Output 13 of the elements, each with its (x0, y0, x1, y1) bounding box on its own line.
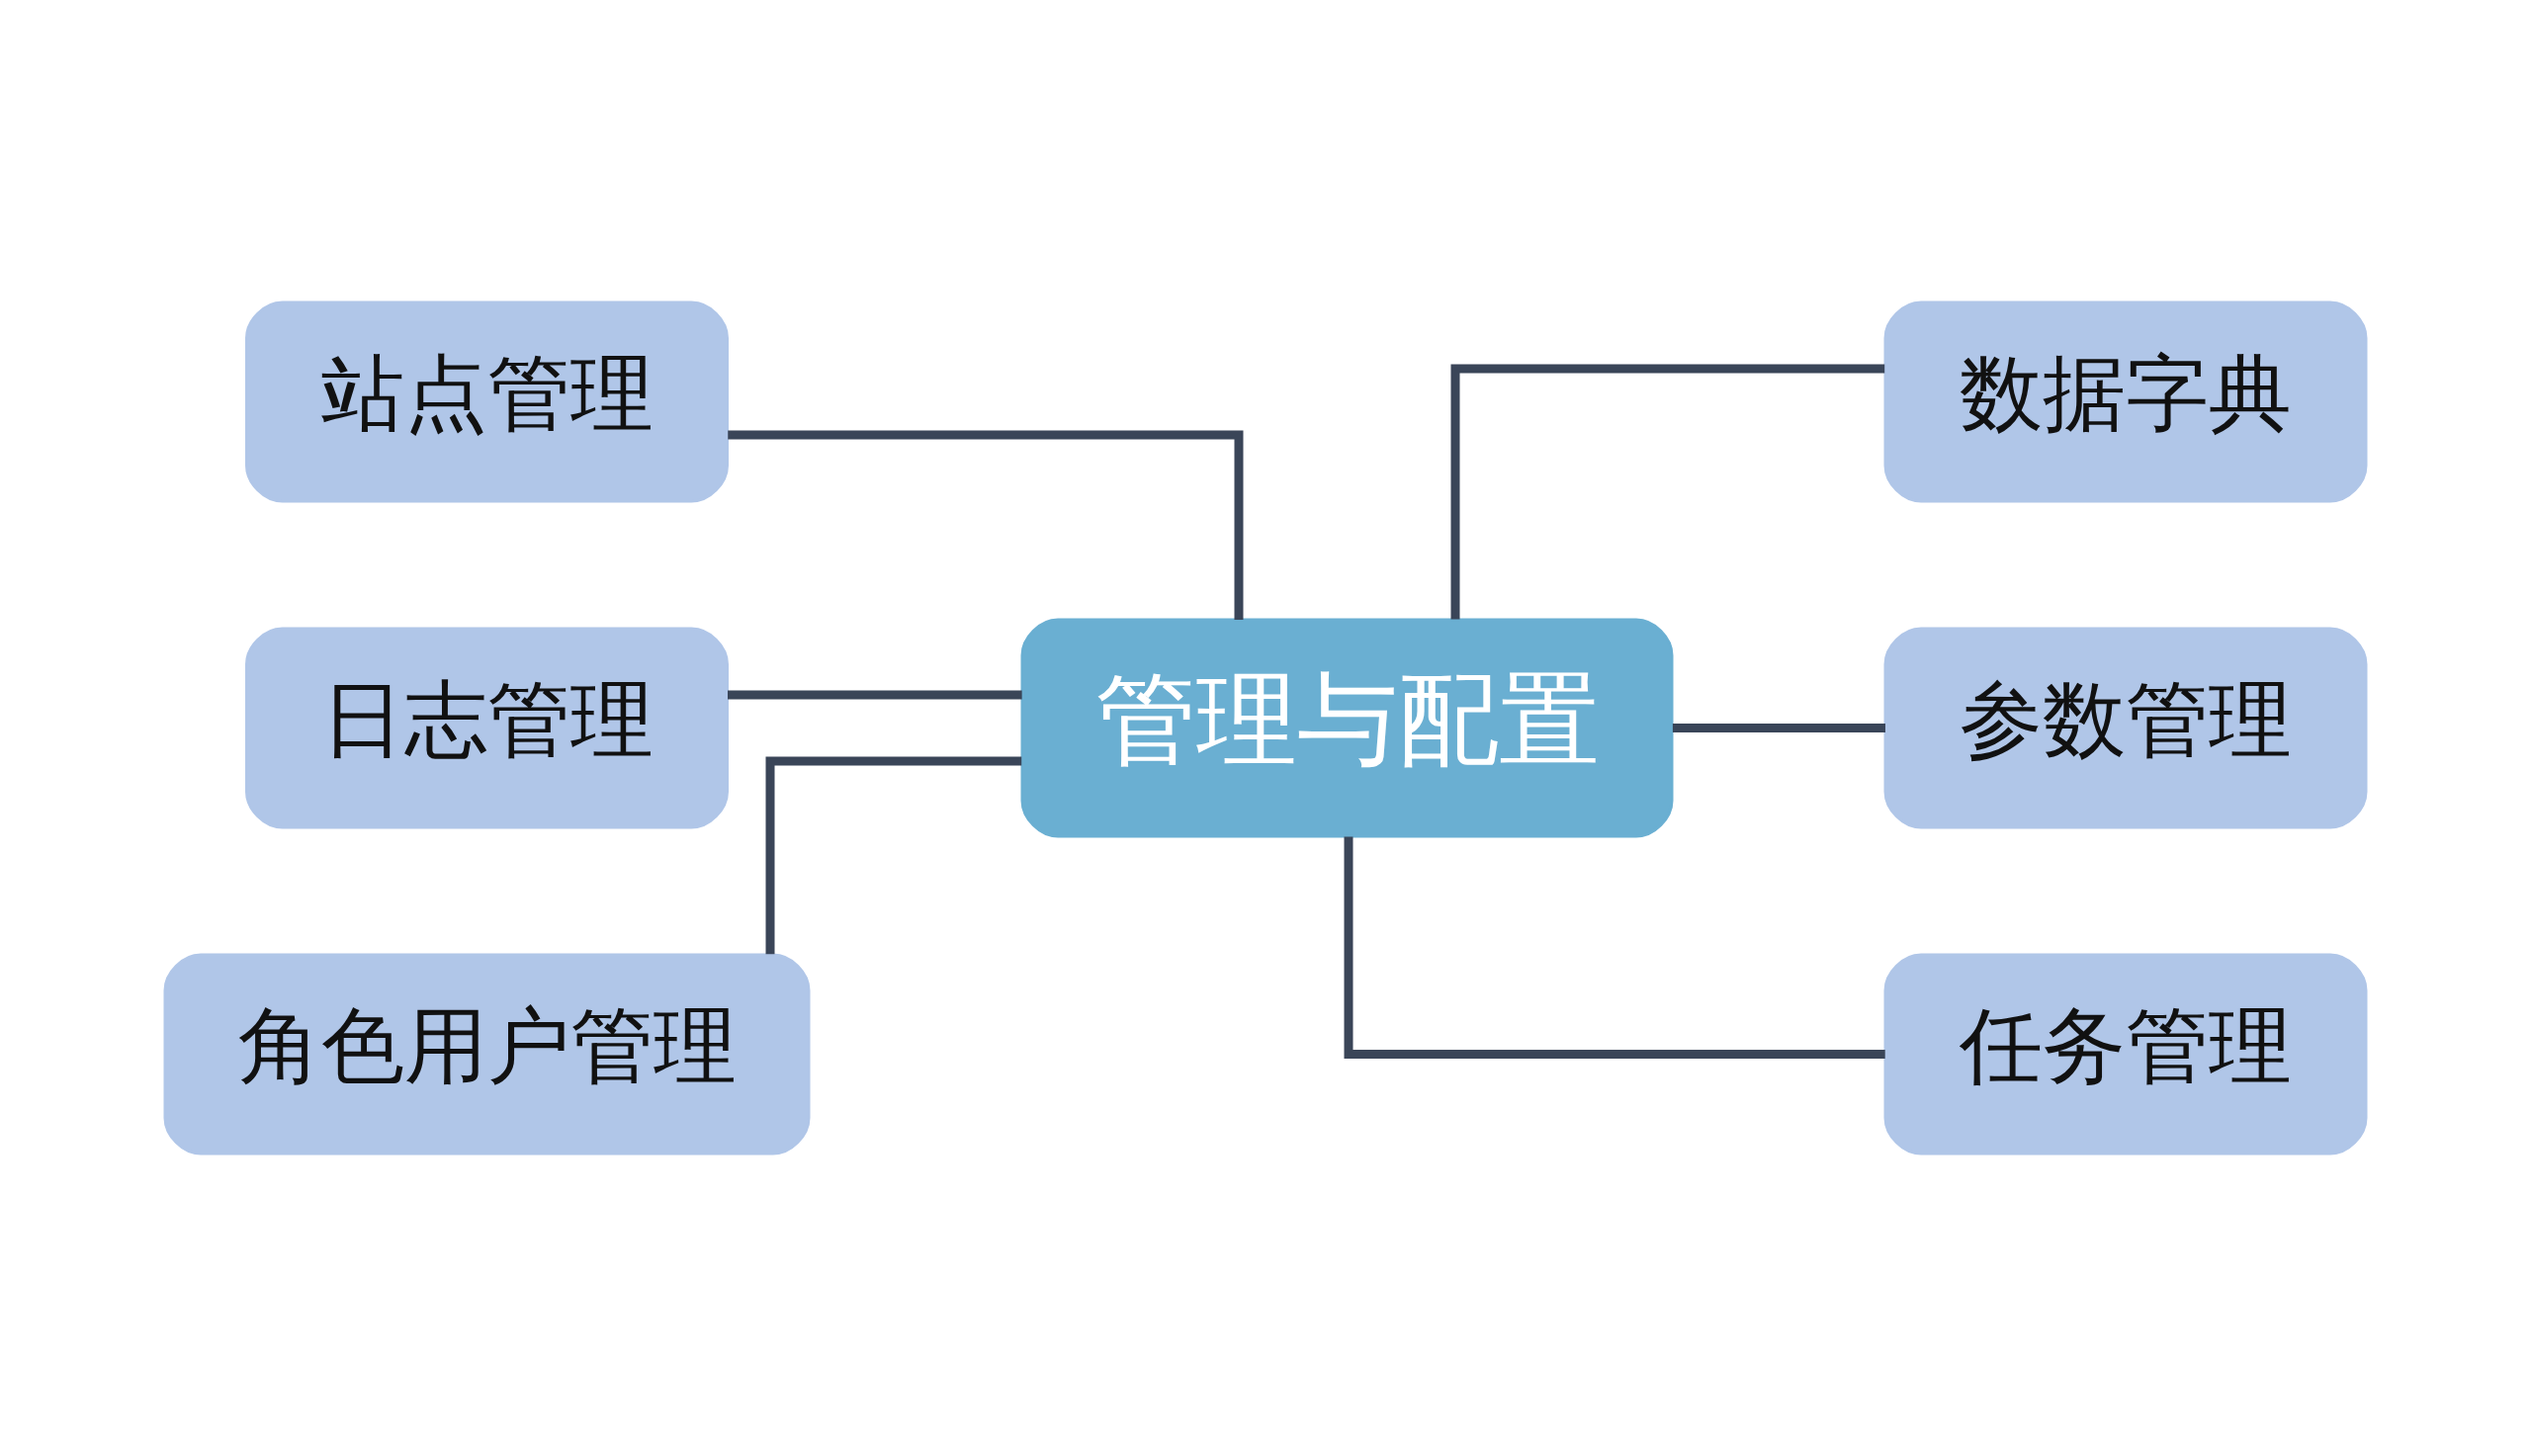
node-box: 站点管理 (245, 300, 729, 503)
connector (728, 430, 1244, 620)
connector (1672, 724, 1885, 732)
node-box: 参数管理 (1883, 627, 2368, 829)
connector (1344, 836, 1885, 1059)
node-box: 管理与配置 (1020, 618, 1674, 838)
connector (1450, 364, 1885, 620)
node-box: 角色用户管理 (163, 953, 811, 1156)
node-box: 数据字典 (1883, 300, 2368, 503)
connector (728, 690, 1022, 700)
node-box: 日志管理 (245, 627, 729, 829)
connector (765, 756, 1022, 955)
node-box: 任务管理 (1883, 953, 2368, 1156)
